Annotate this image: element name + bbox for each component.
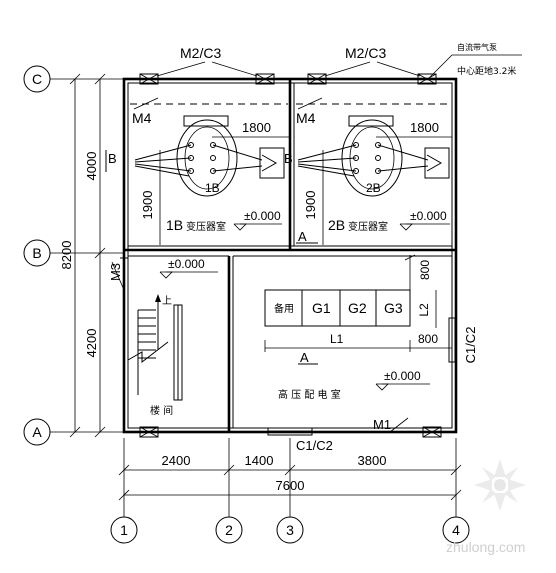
dim-3800: 3800 (358, 453, 387, 468)
label-m2c3-left-group: M2/C3 (156, 45, 258, 77)
label-c1c2-right: C1/C2 (463, 327, 478, 364)
note-line-2: 中心距地3.2米 (457, 65, 516, 77)
dim-l2: L2 (417, 303, 431, 317)
section-a-top: A (298, 229, 307, 244)
label-m4-left: M4 (132, 110, 152, 126)
dim-1900-2b: 1900 (303, 191, 318, 220)
room-2b-name: 变压器室 (348, 220, 388, 233)
section-b-right: B (284, 151, 293, 166)
axis-col-2: 2 (215, 438, 243, 544)
label-m2c3-left: M2/C3 (180, 45, 221, 61)
hv-room-name: 高 压 配 电 室 (278, 388, 341, 401)
cabinet-g1: G1 (312, 300, 331, 316)
transformer-room-1b: M4 1800 B 1B 1900 1B 变压器室 ±0.000 (105, 97, 289, 245)
cabinet-g2: G2 (348, 300, 367, 316)
label-m4-right: M4 (296, 110, 316, 126)
dim-4200: 4200 (84, 329, 99, 358)
dim-8200: 8200 (59, 241, 74, 270)
axis-label-2: 2 (225, 522, 233, 538)
axis-label-1: 1 (120, 522, 128, 538)
axis-label-a: A (32, 424, 42, 440)
label-m2c3-right: M2/C3 (345, 45, 386, 61)
watermark-text: zhulong.com (446, 539, 525, 555)
dim-1800-2b: 1800 (410, 120, 439, 135)
transformer-2b-label: 2B (366, 181, 381, 195)
dim-800-top: 800 (418, 260, 432, 280)
axis-row-a: A (23, 418, 125, 446)
dim-1900-1b: 1900 (140, 191, 155, 220)
bottom-vents (139, 426, 442, 438)
stair-room-name: 楼 间 (150, 404, 173, 417)
label-m2c3-right-group: M2/C3 (324, 45, 421, 77)
axis-label-c: C (32, 71, 42, 87)
section-b-left: B (108, 151, 117, 166)
axis-col-1: 1 (110, 438, 138, 544)
axis-label-4: 4 (452, 522, 460, 538)
section-a-bottom: A (300, 350, 309, 365)
watermark: zhulong.com (446, 459, 526, 555)
dim-1800-1b: 1800 (242, 120, 271, 135)
dim-horizontal: 2400 1400 3800 7600 (118, 453, 462, 501)
elev-stair: ±0.000 (168, 257, 205, 271)
label-m1: M1 (373, 417, 391, 432)
axis-col-3: 3 (276, 438, 304, 544)
room-1b-name: 变压器室 (186, 220, 226, 233)
building-walls (122, 77, 458, 434)
room-1b-code: 1B (166, 217, 183, 233)
note-exhaust-fan: 自流带气泵 中心距地3.2米 (429, 42, 522, 78)
dim-1400: 1400 (245, 453, 274, 468)
transformer-1b-label: 1B (205, 181, 220, 195)
cabinet-g3: G3 (384, 300, 403, 316)
dim-4000: 4000 (84, 152, 99, 181)
dim-vertical: 8200 4000 4200 (59, 73, 106, 438)
axis-label-3: 3 (286, 522, 294, 538)
hv-room: 800 L2 备用 G1 G2 G3 L1 800 A C1/C2 高 压 配 … (264, 254, 478, 453)
dim-2400: 2400 (162, 453, 191, 468)
stair-room: M3 ±0.000 上 楼 间 (108, 257, 218, 417)
top-vents (139, 73, 437, 85)
dim-800-right: 800 (418, 332, 438, 346)
elev-1b: ±0.000 (244, 209, 281, 223)
label-c1c2-bottom: C1/C2 (296, 438, 333, 453)
cabinet-spare: 备用 (274, 302, 294, 315)
room-2b-code: 2B (328, 217, 345, 233)
elev-hv: ±0.000 (384, 369, 421, 383)
axis-col-4: 4 (442, 438, 470, 544)
stair-up-label: 上 (162, 295, 172, 307)
axis-row-b: B (23, 239, 125, 267)
dim-l1: L1 (330, 332, 344, 346)
transformer-room-2b: M4 1800 B 2B 1900 2B 变压器室 ±0.000 A (284, 97, 452, 245)
label-m3: M3 (108, 263, 123, 281)
axis-label-b: B (32, 245, 41, 261)
note-line-1: 自流带气泵 (457, 42, 497, 52)
dim-7600: 7600 (276, 478, 305, 493)
axis-row-c: C (23, 65, 125, 93)
elev-2b: ±0.000 (410, 209, 447, 223)
